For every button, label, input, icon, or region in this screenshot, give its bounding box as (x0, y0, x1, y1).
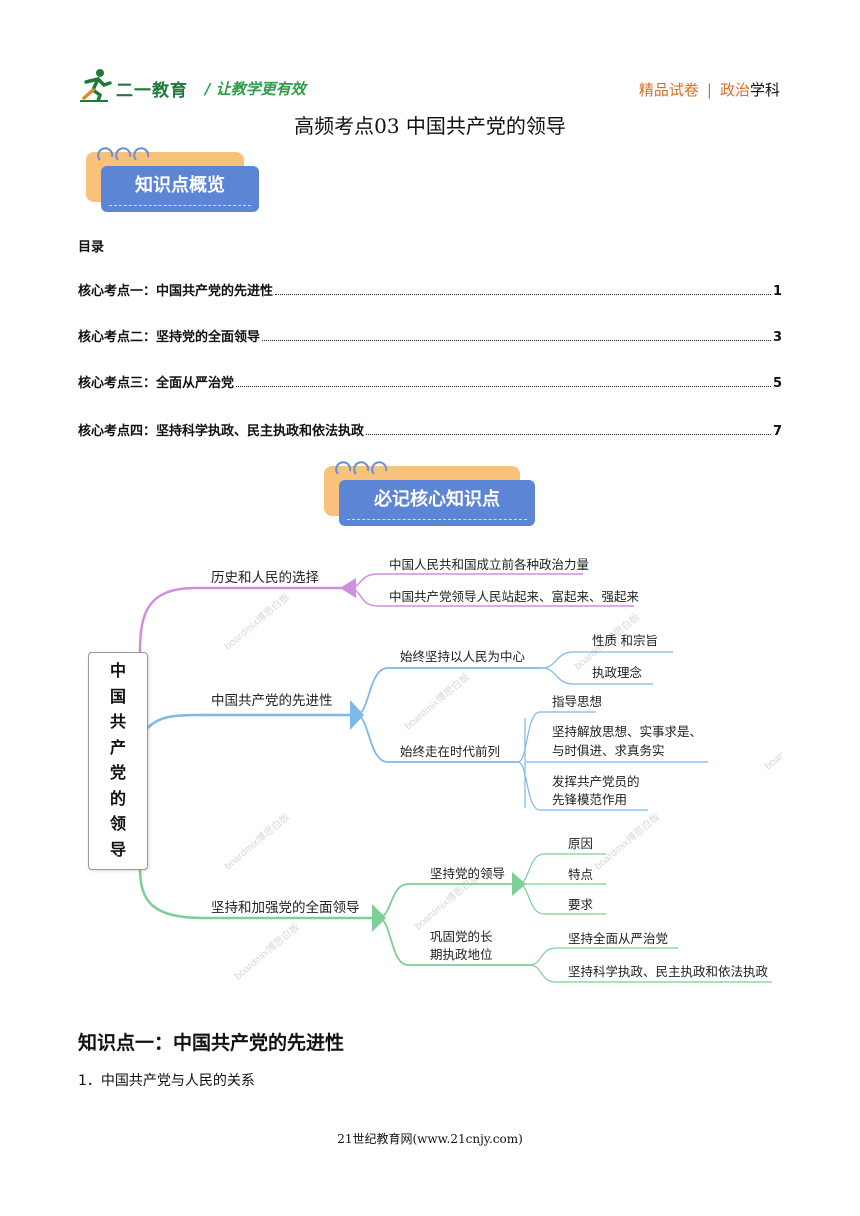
branch-label: 中国共产党的先进性 (211, 693, 333, 708)
header-subject-part1: 精品试卷 (638, 81, 699, 99)
root-char: 共 (109, 712, 126, 731)
root-char: 产 (109, 737, 126, 757)
leaf-label: 性质 和宗旨 (592, 633, 658, 648)
root-char: 导 (109, 839, 126, 859)
root-char: 中 (109, 661, 126, 680)
leaf-label: 坚持全面从严治党 (568, 931, 668, 946)
section-subtitle: 1．中国共产党与人民的关系 (78, 1073, 255, 1089)
toc-item-title: 核心考点三：全面从严治党 (78, 376, 235, 391)
leaf-label: 发挥共产党员的 (552, 774, 640, 789)
header-subject-part3: 学科 (749, 81, 780, 99)
toc-item-page: 7 (772, 424, 782, 439)
leaf-label: 先锋模范作用 (552, 793, 627, 807)
toc-item-4[interactable]: 核心考点四：坚持科学执政、民主执政和依法执政 7 (78, 421, 782, 439)
branch-label: 历史和人民的选择 (211, 570, 319, 585)
sub-branch-label: 始终走在时代前列 (400, 744, 500, 759)
toc-leader-dots (275, 294, 771, 295)
page-footer: 21世纪教育网(www.21cnjy.com) (337, 1132, 523, 1146)
root-char: 的 (109, 788, 126, 808)
section-banner-overview: 知识点概览 (86, 144, 266, 222)
toc-item-1[interactable]: 核心考点一：中国共产党的先进性 1 (78, 281, 782, 299)
logo-slogan: / 让教学更有效 (205, 80, 306, 98)
toc-item-title: 核心考点四：坚持科学执政、民主执政和依法执政 (78, 424, 365, 439)
binder-rings-icon (335, 461, 388, 475)
svg-text:boardmix博思白板: boardmix博思白板 (222, 590, 293, 652)
sub-branch-label: 期执政地位 (430, 947, 493, 962)
logo-runner-icon (78, 68, 112, 103)
leaf-label: 与时俱进、求真务实 (552, 743, 665, 758)
watermark: boardmix博思白板 boardmix博思白板 boardmix博思白板 b… (222, 590, 782, 982)
svg-text:boardmix博思白板: boardmix博思白板 (222, 810, 293, 872)
toc-item-title: 核心考点二：坚持党的全面领导 (78, 330, 261, 345)
svg-text:boardmix博思白板: boardmix博思白板 (232, 920, 303, 982)
banner-label: 知识点概览 (135, 175, 225, 196)
logo-text: 二一教育 (116, 81, 188, 101)
leaf-label: 原因 (568, 837, 593, 851)
leaf-label: 中国共产党领导人民站起来、富起来、强起来 (389, 589, 640, 604)
toc-item-3[interactable]: 核心考点三：全面从严治党 5 (78, 373, 782, 391)
binder-rings-icon (97, 147, 150, 161)
svg-text:boardmix博思白板: boardmix博思白板 (402, 670, 473, 732)
toc-leader-dots (262, 340, 771, 341)
toc-item-page: 3 (772, 330, 782, 345)
mind-map: boardmix博思白板 boardmix博思白板 boardmix博思白板 b… (78, 540, 782, 1010)
sub-branch-label: 巩固党的长 (430, 929, 493, 944)
root-char: 党 (109, 763, 126, 782)
toc-item-2[interactable]: 核心考点二：坚持党的全面领导 3 (78, 327, 782, 345)
branch-strengthen-leadership: 坚持和加强党的全面领导 坚持党的领导 原因 特点 要求 巩固党的长 期执政地位 … (138, 837, 772, 983)
toc-item-title: 核心考点一：中国共产党的先进性 (78, 284, 274, 299)
mind-map-root-label: 中 国 共 产 党 的 领 导 (88, 658, 148, 862)
leaf-label: 中国人民共和国成立前各种政治力量 (389, 557, 589, 572)
page-title: 高频考点03 中国共产党的领导 (294, 114, 566, 138)
branch-label: 坚持和加强党的全面领导 (211, 899, 360, 915)
sub-branch-label: 坚持党的领导 (430, 866, 505, 881)
branch-party-advancement: 中国共产党的先进性 始终坚持以人民为中心 性质 和宗旨 执政理念 始终走在时代前… (145, 633, 708, 811)
leaf-label: 执政理念 (592, 665, 643, 680)
leaf-label: 坚持解放思想、实事求是、 (552, 724, 702, 739)
leaf-label: 特点 (568, 867, 593, 882)
mind-map-root (88, 652, 148, 870)
root-char: 国 (109, 686, 126, 706)
leaf-label: 指导思想 (552, 694, 602, 709)
leaf-label: 要求 (568, 898, 594, 912)
toc-heading: 目录 (78, 240, 105, 255)
svg-text:boardmix博思白板: boardmix博思白板 (592, 810, 663, 872)
root-char: 领 (109, 814, 126, 833)
toc-item-page: 1 (772, 284, 782, 299)
toc-leader-dots (366, 434, 771, 435)
branch-history-choice: 历史和人民的选择 中国人民共和国成立前各种政治力量 中国共产党领导人民站起来、富… (138, 557, 640, 653)
banner-label: 必记核心知识点 (374, 489, 500, 510)
section-banner-core: 必记核心知识点 (324, 458, 535, 536)
toc-item-page: 5 (772, 376, 782, 391)
toc-leader-dots (236, 386, 771, 387)
header-subject: 精品试卷 | 政治学科 (639, 79, 780, 100)
header-subject-part2: 政治 (719, 81, 750, 99)
svg-text:boardmix博思白板: boardmix博思白板 (762, 710, 782, 772)
leaf-label: 坚持科学执政、民主执政和依法执政 (568, 964, 769, 979)
header-subject-separator: | (706, 81, 712, 99)
section-title: 知识点一：中国共产党的先进性 (78, 1032, 345, 1054)
sub-branch-label: 始终坚持以人民为中心 (400, 649, 526, 664)
